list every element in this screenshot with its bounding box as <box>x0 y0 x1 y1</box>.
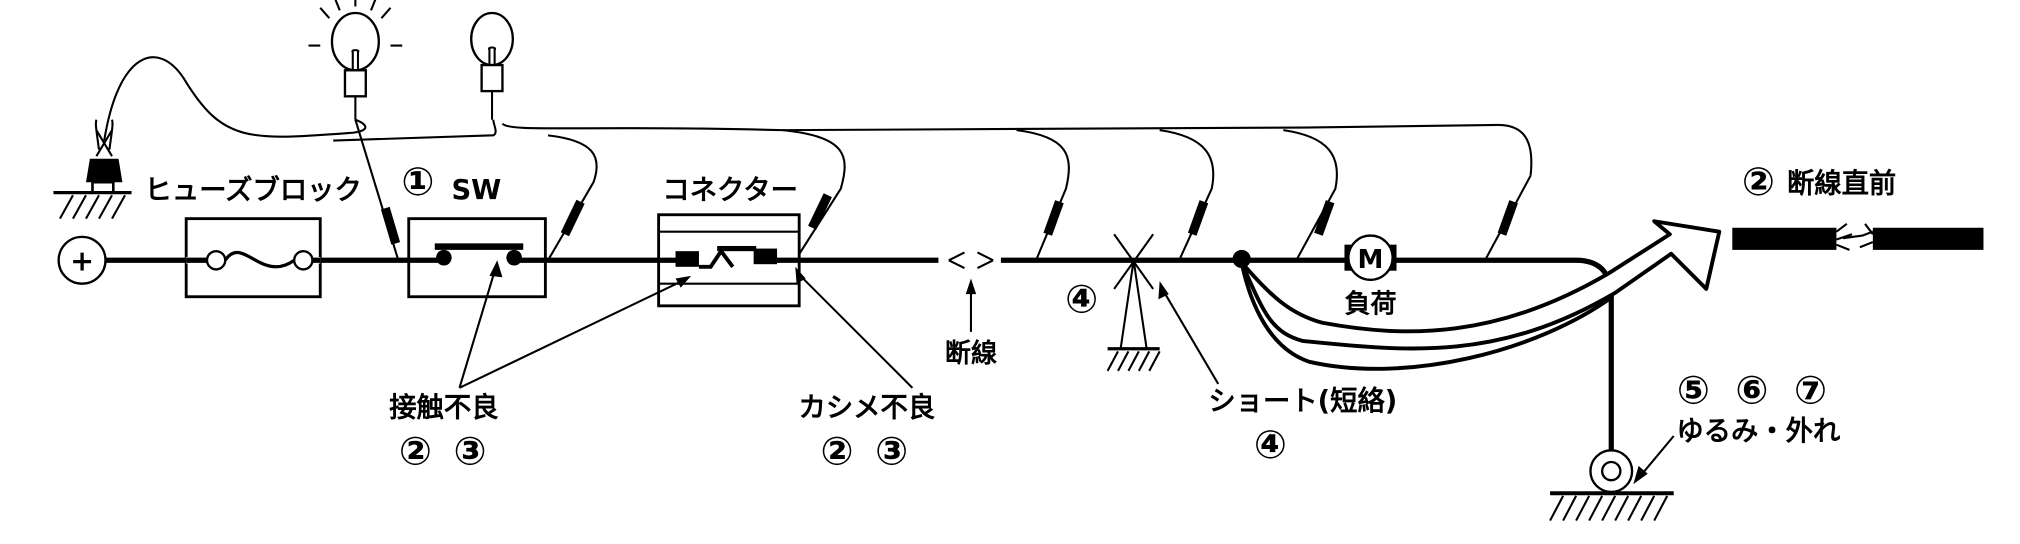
contact-failure-label: 接触不良 <box>389 391 498 423</box>
fuse-block <box>184 217 322 299</box>
marker-7: ⑦ <box>1794 368 1827 413</box>
marker-2: ② <box>820 430 853 475</box>
fuse-block-label: ヒューズブロック <box>145 174 362 206</box>
plus-label: + <box>70 244 94 278</box>
ground-clip-icon <box>53 119 132 220</box>
unlit-bulb-icon <box>470 11 515 120</box>
marker-4: ④ <box>1065 277 1098 322</box>
near-break-label: 断線直前 <box>1787 168 1896 200</box>
big-arrow <box>1239 219 1722 351</box>
load-label: 負荷 <box>1344 289 1396 319</box>
plus-terminal: + <box>57 235 107 285</box>
lit-bulb-icon <box>308 0 403 120</box>
probe-bus-wire <box>501 122 1533 176</box>
loose-detached-label: ゆるみ・外れ <box>1676 416 1841 447</box>
motor-load: M <box>1344 234 1397 281</box>
marker-5: ⑤ <box>1677 368 1710 413</box>
switch <box>407 217 547 299</box>
probe-leads <box>354 119 1532 261</box>
test-lamp-lead <box>103 56 367 141</box>
leader-lines <box>458 260 914 389</box>
motor-label: M <box>1358 245 1384 275</box>
marker-4: ④ <box>1254 423 1287 468</box>
open-circuit-label: 断線 <box>945 338 997 369</box>
marker-6: ⑥ <box>1735 368 1768 413</box>
wire-break <box>948 251 994 332</box>
marker-2: ② <box>1742 160 1775 205</box>
junction-dot <box>1232 249 1251 269</box>
short-to-ground <box>1106 233 1220 385</box>
crimp-failure-label: カシメ不良 <box>799 391 936 423</box>
marker-1: ① <box>401 160 434 205</box>
marker-2: ② <box>399 430 432 475</box>
ground-terminal <box>1549 435 1675 522</box>
short-circuit-label: ショート(短絡) <box>1208 385 1397 417</box>
marker-3: ③ <box>453 430 486 475</box>
connector-label: コネクター <box>662 175 798 206</box>
connector <box>657 213 801 308</box>
frayed-wire-icon <box>1732 223 1984 251</box>
marker-3: ③ <box>875 430 908 475</box>
switch-label: SW <box>451 175 501 206</box>
